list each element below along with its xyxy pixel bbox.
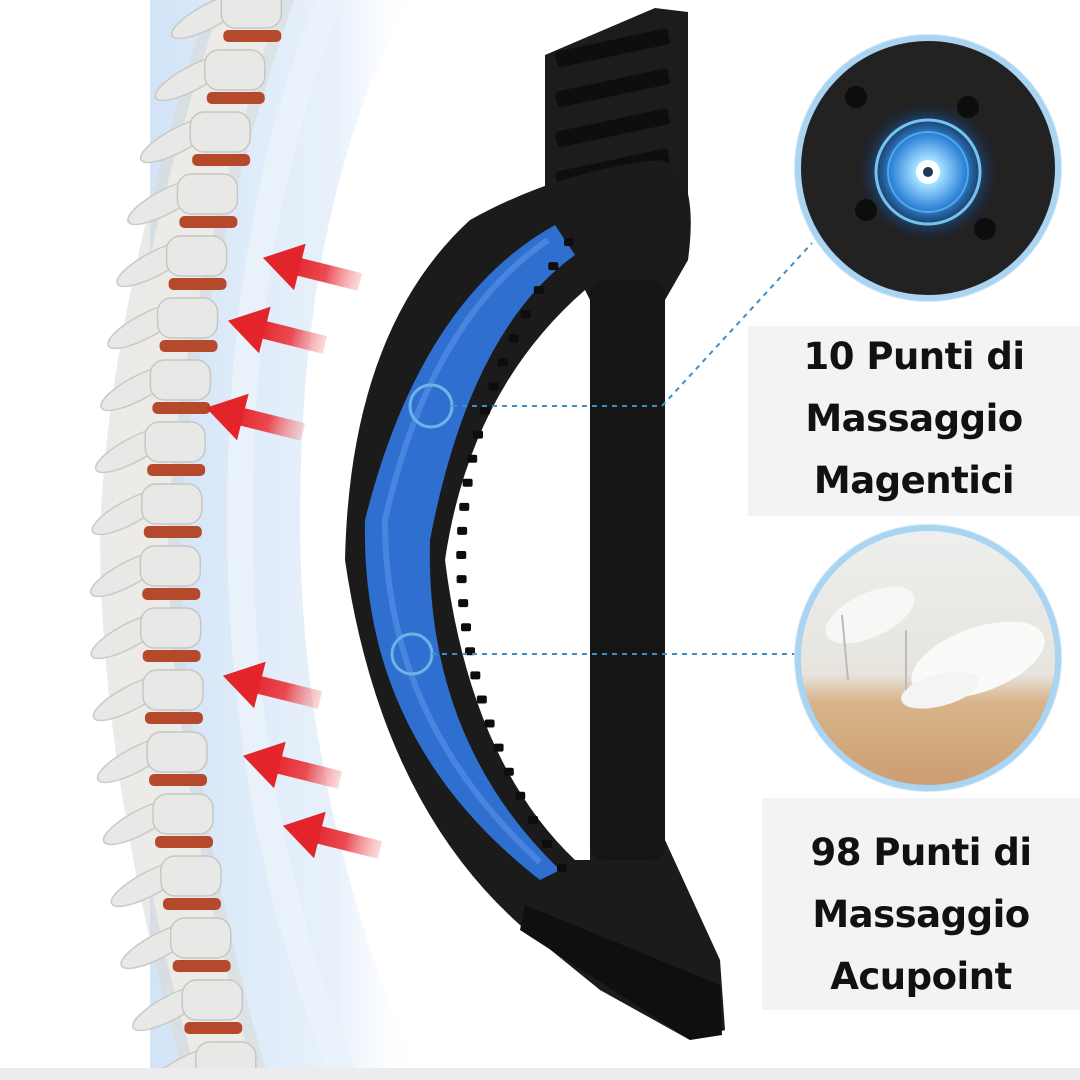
acupoint-label-line1: 98 Punti di	[810, 831, 1032, 874]
pressure-arrow	[282, 811, 383, 859]
intervertebral-disc	[179, 216, 238, 228]
magnetic-label-line1: 10 Punti di	[803, 335, 1025, 378]
vertebra	[107, 297, 219, 352]
massage-stud	[541, 839, 552, 848]
massage-stud	[557, 864, 567, 872]
intervertebral-disc	[142, 650, 201, 662]
intervertebral-disc	[192, 154, 251, 166]
intervertebral-disc	[142, 588, 201, 600]
intervertebral-disc	[144, 712, 203, 724]
acupoint-label: 98 Punti di Massaggio Acupoint	[762, 798, 1080, 1010]
vertebra	[92, 669, 204, 724]
magnetic-points-label: 10 Punti di Massaggio Magentici	[748, 326, 1080, 516]
massage-stud	[462, 478, 473, 487]
bottom-strip	[0, 1068, 1080, 1080]
massage-stud	[533, 286, 544, 295]
pressure-arrows	[205, 243, 383, 859]
acupoint-label-line3: Acupoint	[830, 955, 1012, 998]
massage-stud	[456, 575, 467, 584]
magnetic-label-line3: Magentici	[813, 459, 1015, 502]
pressure-arrow	[242, 741, 343, 789]
massage-stud	[564, 238, 574, 246]
pressure-arrow	[222, 661, 323, 709]
intervertebral-disc	[184, 1022, 243, 1034]
massage-stud	[488, 382, 499, 391]
intervertebral-disc	[155, 836, 214, 848]
magnetic-label-line2: Massaggio	[805, 397, 1023, 440]
vertebra	[94, 421, 206, 476]
intervertebral-disc	[162, 898, 221, 910]
vertebra	[116, 235, 228, 290]
vertebra	[127, 173, 239, 228]
pressure-arrow	[205, 393, 306, 441]
massage-stud	[460, 623, 471, 632]
massage-stud	[503, 767, 514, 776]
massage-stud	[497, 358, 508, 367]
massage-studs	[456, 238, 574, 872]
vertebra	[90, 607, 202, 662]
massage-stud	[484, 719, 495, 728]
massage-stud	[457, 526, 468, 535]
intervertebral-disc	[143, 526, 202, 538]
intervertebral-disc	[223, 30, 282, 42]
vertebra	[102, 793, 214, 848]
vertebra	[100, 359, 212, 414]
massage-stud	[527, 815, 538, 824]
massage-stud	[473, 430, 484, 439]
massage-stud	[458, 599, 469, 608]
back-stretcher	[345, 8, 725, 1040]
magnetic-point-detail	[794, 34, 1062, 302]
callout-connectors	[432, 242, 813, 655]
acupoint-label-line2: Massaggio	[812, 893, 1030, 936]
massage-stud	[520, 310, 531, 319]
intervertebral-disc	[172, 960, 231, 972]
massage-stud	[470, 671, 481, 680]
vertebra	[154, 49, 266, 104]
vertebra	[91, 483, 203, 538]
pressure-arrow	[227, 306, 328, 354]
intervertebral-disc	[206, 92, 265, 104]
intervertebral-disc	[152, 402, 211, 414]
vertebra	[132, 979, 244, 1034]
vertebra	[90, 545, 202, 600]
vertebra	[120, 917, 232, 972]
vertebrae-group	[90, 0, 283, 1080]
massage-stud	[480, 406, 491, 415]
vertebra	[110, 855, 222, 910]
massage-stud	[515, 791, 526, 800]
massage-stud	[476, 695, 487, 704]
massage-stud	[459, 502, 470, 511]
massage-stud	[508, 334, 519, 343]
massage-stud	[456, 551, 467, 559]
intervertebral-disc	[147, 464, 206, 476]
vertebra	[171, 0, 283, 42]
massage-stud	[493, 743, 504, 752]
vertebra	[96, 731, 208, 786]
intervertebral-disc	[168, 278, 227, 290]
pressure-arrow	[262, 243, 363, 291]
acupoint-detail	[794, 524, 1062, 792]
massage-stud	[548, 262, 559, 271]
intervertebral-disc	[149, 774, 208, 786]
massage-stud	[467, 454, 478, 463]
vertebra	[139, 111, 251, 166]
intervertebral-disc	[159, 340, 218, 352]
